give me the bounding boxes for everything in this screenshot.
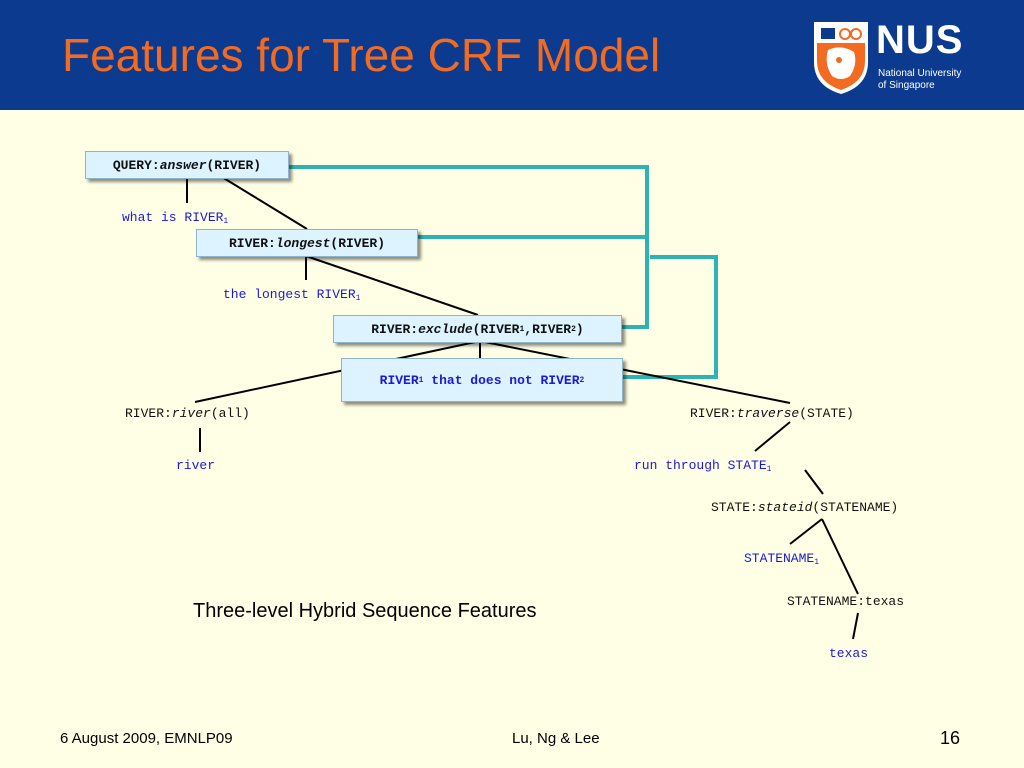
footer-date-venue: 6 August 2009, EMNLP09 [60,730,233,747]
node-river-longest: RIVER:longest(RIVER) [196,229,418,257]
phrase-the-longest-river: the longest RIVER1 [223,287,361,303]
phrase-what-is-river: what is RIVER1 [122,210,229,226]
nus-logo: NUS National University of Singapore [812,18,1012,96]
tree-edges [186,165,859,640]
edge-query-longest [221,176,308,230]
feature-connectors [289,165,718,379]
tree-edge-lines [186,176,859,640]
slide-title: Features for Tree CRF Model [62,29,661,81]
nus-crest-icon [814,22,868,94]
node-river-river-all: RIVER:river(all) [125,406,250,421]
node-state-stateid: STATE:stateid(STATENAME) [711,500,899,515]
footer-authors: Lu, Ng & Lee [512,730,600,747]
edge-traverse-runthrough [754,421,791,452]
node-river-traverse: RIVER:traverse(STATE) [690,406,854,421]
edge-runthrough-stateid [804,469,824,495]
edge-exclude-river [194,340,481,403]
connector-query-exclude [289,165,649,329]
edge-stateid-statename [789,518,823,545]
node-query-answer: QUERY:answer(RIVER) [85,151,289,179]
edge-longest-exclude [305,255,479,316]
edge-stateid-leaf [821,518,859,595]
phrase-river: river [176,458,216,473]
edge-leaf-texas [852,612,859,640]
phrase-run-through-state: run through STATE1 [634,458,772,474]
logo-wordmark: NUS [876,18,964,62]
slide-header: Features for Tree CRF Model NUS National… [0,0,1024,110]
connector-does-not [622,255,718,379]
edge-exclude-traverse [479,340,791,404]
phrase-texas: texas [829,646,869,661]
page-number: 16 [940,728,961,748]
phrase-statename: STATENAME1 [744,551,820,567]
diagram-caption: Three-level Hybrid Sequence Features [193,600,537,622]
tree-diagram: QUERY:answer(RIVER) RIVER:longest(RIVER)… [0,110,1024,720]
logo-subtitle-line1: National University [878,68,962,79]
node-statename-texas: STATENAME:texas [787,594,905,609]
logo-subtitle-line2: of Singapore [878,80,935,91]
